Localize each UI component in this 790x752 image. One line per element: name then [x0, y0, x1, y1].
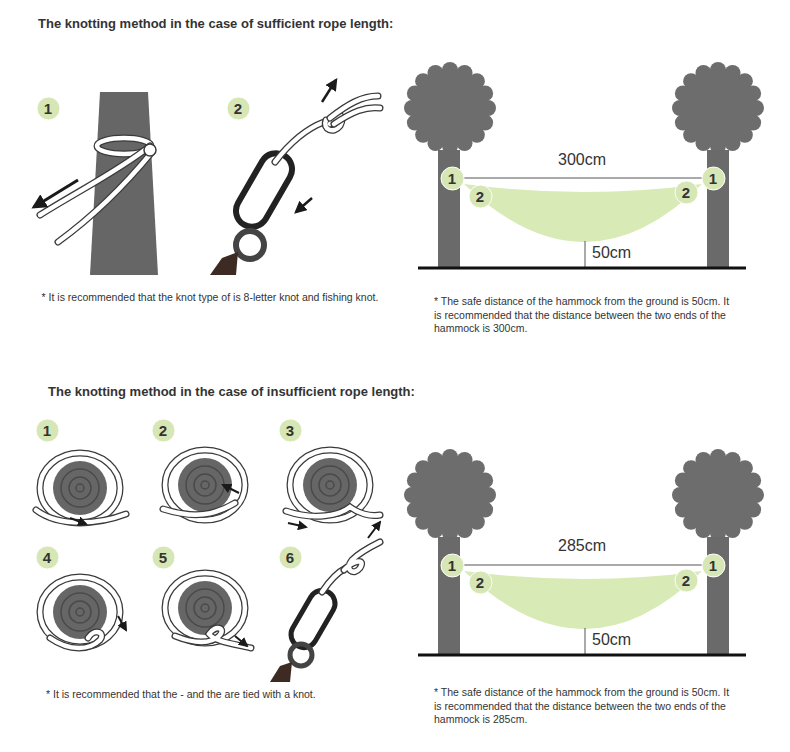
- callout-number: 2: [151, 418, 176, 443]
- callout-text: 2: [674, 568, 699, 593]
- callout-text: 2: [674, 180, 699, 205]
- callout-text: 2: [226, 96, 251, 121]
- callout-text: 1: [440, 166, 465, 191]
- callout-number: 1: [701, 553, 726, 578]
- callout-text: 3: [278, 418, 303, 443]
- callout-text: 5: [151, 545, 176, 570]
- callout-text: 4: [35, 545, 60, 570]
- callout-number: 1: [36, 96, 61, 121]
- callout-number: 1: [35, 418, 60, 443]
- callout-text: 2: [468, 570, 493, 595]
- callout-text: 1: [35, 418, 60, 443]
- dimension: 300cm: [556, 150, 608, 171]
- callout-text: 1: [701, 166, 726, 191]
- dimension: 50cm: [590, 630, 633, 651]
- callout-text: 1: [440, 553, 465, 578]
- section-heading: The knotting method in the case of suffi…: [38, 16, 458, 33]
- note: * It is recommended that the - and the a…: [46, 688, 386, 702]
- callout-text: 2: [151, 418, 176, 443]
- callout-text: 1: [36, 96, 61, 121]
- callout-number: 6: [278, 545, 303, 570]
- callout-text: 1: [701, 553, 726, 578]
- callout-number: 2: [674, 568, 699, 593]
- callout-number: 3: [278, 418, 303, 443]
- callout-number: 2: [674, 180, 699, 205]
- callout-number: 2: [226, 96, 251, 121]
- callout-number: 1: [440, 553, 465, 578]
- callout-number: 4: [35, 545, 60, 570]
- dimension: 50cm: [590, 243, 633, 264]
- callout-text: 6: [278, 545, 303, 570]
- callout-number: 5: [151, 545, 176, 570]
- callout-number: 2: [468, 184, 493, 209]
- note: * The safe distance of the hammock from …: [434, 295, 734, 336]
- note: * It is recommended that the knot type o…: [40, 291, 380, 305]
- section-heading: The knotting method in the case of insuf…: [48, 384, 468, 401]
- dimension: 285cm: [556, 536, 608, 557]
- note: * The safe distance of the hammock from …: [434, 686, 734, 727]
- callout-number: 1: [701, 166, 726, 191]
- callout-number: 1: [440, 166, 465, 191]
- callout-text: 2: [468, 184, 493, 209]
- callout-number: 2: [468, 570, 493, 595]
